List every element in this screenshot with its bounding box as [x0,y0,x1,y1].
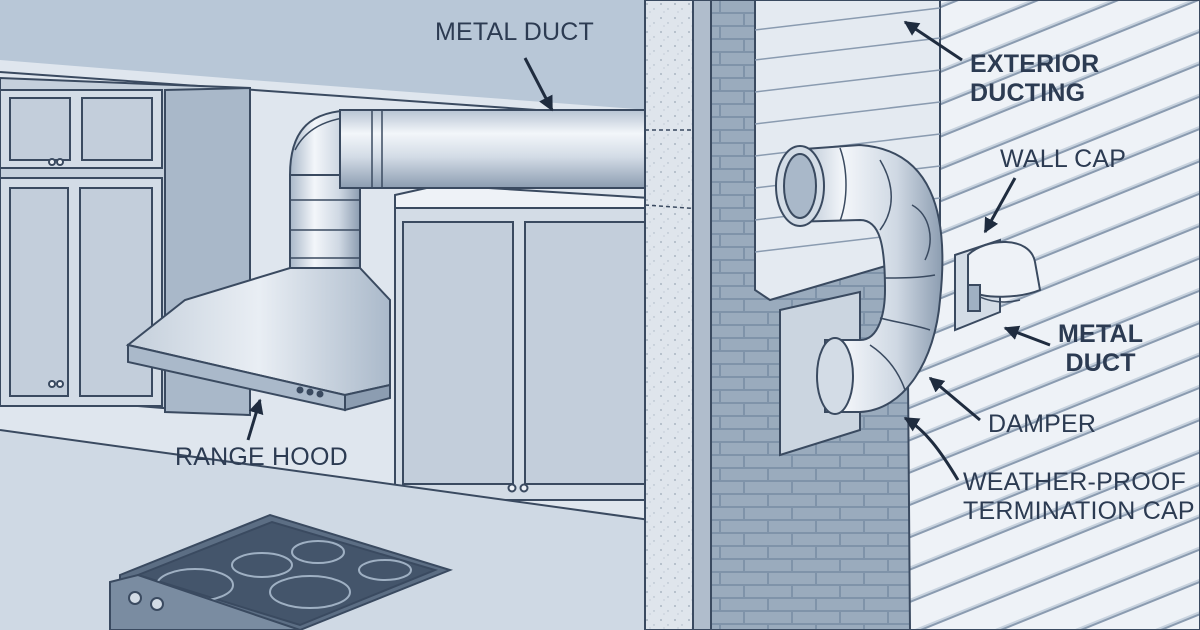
arrow-wall-cap [983,177,1017,234]
label-range-hood: RANGE HOOD [175,443,348,471]
callout-arrows [246,20,1051,481]
upper-wall-shadow [0,0,650,110]
arrow-metal-duct-right [1003,325,1051,347]
wall-section [644,0,694,630]
upper-cabinet-left [0,76,251,417]
arrow-range-hood [246,398,264,441]
stove [109,513,454,630]
arrow-exterior-ducting [903,20,963,62]
wall-cap [954,238,1042,332]
hood-vertical-duct [289,174,361,274]
label-weather-proof-cap: WEATHER-PROOF TERMINATION CAP [963,468,1195,525]
label-metal-duct-top: METAL DUCT [435,18,594,46]
exterior-duct [775,143,944,415]
upper-cabinet-right [394,183,651,501]
range-hood [125,267,391,412]
arrow-weather-proof [903,416,960,481]
label-exterior-ducting: EXTERIOR DUCTING [970,50,1100,107]
horizontal-metal-duct [339,109,651,189]
label-wall-cap: WALL CAP [1000,145,1127,173]
label-metal-duct-right: METAL DUCT [1058,320,1144,377]
arrow-damper [928,376,981,422]
label-damper: DAMPER [988,410,1097,438]
arrow-metal-duct-top [523,57,554,112]
